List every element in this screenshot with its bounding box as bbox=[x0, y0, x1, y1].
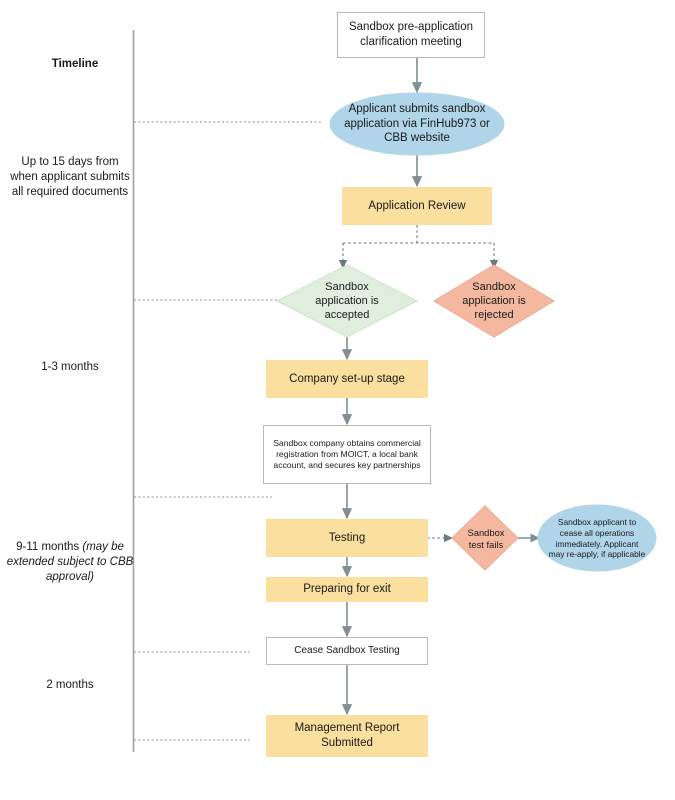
node-preparing-exit[interactable]: Preparing for exit bbox=[266, 577, 428, 602]
timeline-label-3: 9-11 months (may be extended subject to … bbox=[6, 540, 134, 585]
node-cease-testing-label: Cease Sandbox Testing bbox=[294, 644, 400, 656]
timeline-label-2: 1-3 months bbox=[41, 361, 99, 373]
node-testing[interactable]: Testing bbox=[266, 519, 428, 557]
node-company-setup-label: Company set-up stage bbox=[289, 372, 405, 385]
node-cease-operations-label: Sandbox applicant to cease all operation… bbox=[548, 517, 646, 560]
timeline-label-3-italic: (may be extended subject to CBB approval… bbox=[6, 541, 134, 583]
node-company-setup[interactable]: Company set-up stage bbox=[266, 360, 428, 398]
node-applicant-submits-label: Applicant submits sandbox application vi… bbox=[344, 102, 490, 145]
node-preparing-exit-label: Preparing for exit bbox=[303, 583, 391, 596]
timeline-label-3-main: 9-11 months bbox=[16, 541, 83, 553]
node-decision-rejected-label: Sandbox application is rejected bbox=[462, 280, 526, 322]
node-management-report-label: Management Report Submitted bbox=[294, 722, 400, 749]
node-pre-application-label: Sandbox pre-application clarification me… bbox=[348, 21, 474, 48]
node-test-fails[interactable]: Sandbox test fails bbox=[455, 523, 517, 555]
node-application-review[interactable]: Application Review bbox=[342, 187, 492, 225]
node-cease-operations[interactable]: Sandbox applicant to cease all operation… bbox=[542, 510, 652, 567]
timeline-header: Timeline bbox=[51, 58, 99, 70]
node-pre-application[interactable]: Sandbox pre-application clarification me… bbox=[337, 12, 485, 58]
node-testing-label: Testing bbox=[328, 531, 366, 544]
timeline-label-4: 2 months bbox=[46, 679, 94, 691]
node-registration[interactable]: Sandbox company obtains commercial regis… bbox=[263, 425, 431, 484]
node-application-review-label: Application Review bbox=[368, 199, 466, 212]
node-decision-accepted[interactable]: Sandbox application is accepted bbox=[299, 278, 395, 324]
timeline-label-1: Up to 15 days from when applicant submit… bbox=[10, 156, 130, 198]
node-decision-accepted-label: Sandbox application is accepted bbox=[315, 280, 379, 322]
node-management-report[interactable]: Management Report Submitted bbox=[266, 715, 428, 757]
node-cease-testing[interactable]: Cease Sandbox Testing bbox=[266, 637, 428, 665]
node-test-fails-label: Sandbox test fails bbox=[467, 526, 505, 550]
node-applicant-submits[interactable]: Applicant submits sandbox application vi… bbox=[330, 93, 504, 155]
node-registration-label: Sandbox company obtains commercial regis… bbox=[273, 438, 421, 470]
node-decision-rejected[interactable]: Sandbox application is rejected bbox=[448, 278, 540, 324]
